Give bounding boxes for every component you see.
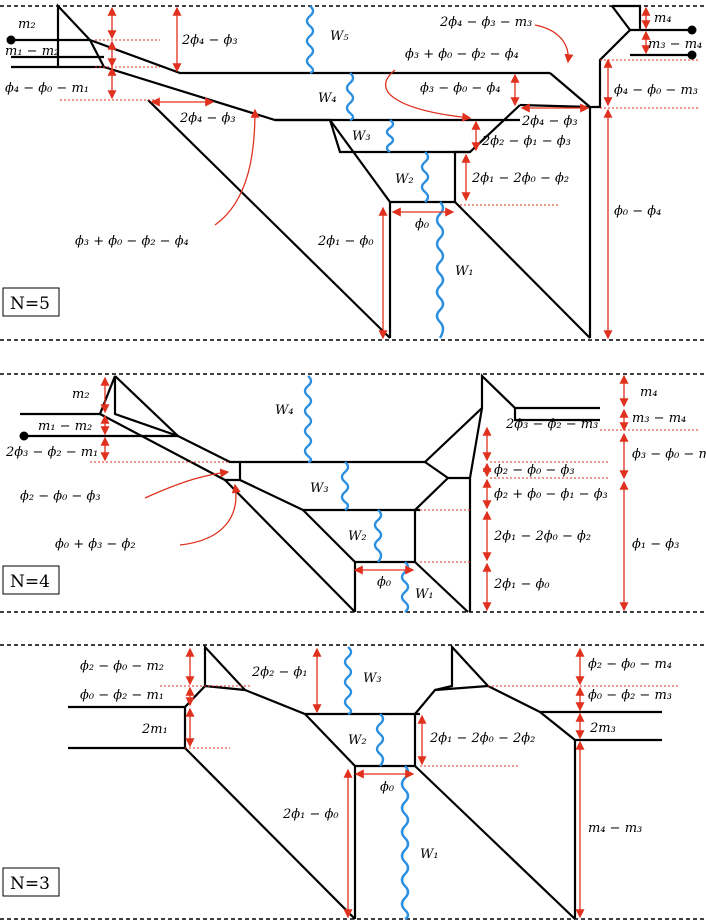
label-W1: W₁ [415, 587, 434, 602]
label-2p4-p3-mid: 2ϕ₄ − ϕ₃ [179, 111, 236, 126]
label-2p2-p1: 2ϕ₂ − ϕ₁ [251, 665, 308, 680]
label-W4: W₄ [318, 91, 337, 106]
label-r1: 2ϕ₃ − ϕ₂ − m₃ [505, 417, 598, 432]
label-W3: W₃ [310, 481, 329, 496]
label-r-2p4-p3: 2ϕ₄ − ϕ₃ [521, 114, 578, 129]
label-m1-m2: m₁ − m₂ [38, 419, 92, 434]
label-2m1: 2m₁ [141, 722, 168, 737]
label-m4-m3: m₄ − m₃ [588, 821, 642, 836]
label-m1-m2: m₁ − m₂ [5, 44, 59, 59]
measure-arrows [160, 647, 680, 919]
label-W5: W₅ [330, 29, 349, 44]
label-p2-p0-m4: ϕ₂ − ϕ₀ − m₄ [588, 657, 672, 672]
box-label: N=5 [10, 294, 50, 314]
label-r-2p1-2p0-2p2: 2ϕ₁ − 2ϕ₀ − 2ϕ₂ [429, 731, 535, 746]
label-W2: W₂ [348, 529, 367, 544]
label-m4: m₄ [640, 385, 658, 400]
label-m2: m₂ [72, 387, 90, 402]
label-W2: W₂ [348, 733, 367, 748]
measure-arrows [90, 374, 700, 612]
panel-n4: m₂ m₁ − m₂ 2ϕ₃ − ϕ₂ − m₁ ϕ₂ − ϕ₀ − ϕ₃ ϕ₀… [2, 373, 706, 613]
label-p2-p0-m2: ϕ₂ − ϕ₀ − m₂ [80, 659, 164, 674]
label-m3-m4: m₃ − m₄ [648, 37, 702, 52]
box-label: N=3 [10, 874, 50, 894]
label-p4-p0-m1: ϕ₄ − ϕ₀ − m₁ [5, 81, 89, 96]
label-W3: W₃ [352, 129, 371, 144]
box-label: N=4 [10, 572, 50, 592]
label-2p4-p3-top: 2ϕ₄ − ϕ₃ [181, 33, 238, 48]
label-r5: 2ϕ₁ − ϕ₀ [493, 577, 550, 592]
web-edges [19, 373, 600, 613]
label-W4: W₄ [275, 403, 294, 418]
label-W2: W₂ [395, 172, 414, 187]
panel-labels: ϕ₂ − ϕ₀ − m₂ ϕ₀ − ϕ₂ − m₁ 2m₁ 2ϕ₂ − ϕ₁ W… [80, 657, 672, 862]
label-W1: W₁ [420, 847, 439, 862]
label-m3-m4: m₃ − m₄ [632, 411, 686, 426]
panel-labels: m₂ m₁ − m₂ ϕ₄ − ϕ₀ − m₁ 2ϕ₄ − ϕ₃ 2ϕ₄ − ϕ… [5, 11, 702, 279]
label-p1-p3: ϕ₁ − ϕ₃ [632, 537, 679, 552]
label-phi0: ϕ₀ [415, 217, 430, 232]
label-m2: m₂ [18, 17, 36, 32]
panel-n5: m₂ m₁ − m₂ ϕ₄ − ϕ₀ − m₁ 2ϕ₄ − ϕ₃ 2ϕ₄ − ϕ… [2, 3, 702, 340]
label-W3: W₃ [363, 671, 382, 686]
web-edges [68, 644, 662, 920]
label-r-arrow: ϕ₃ + ϕ₀ − ϕ₂ − ϕ₄ [405, 47, 519, 62]
label-r-2p4-p3-m3: 2ϕ₄ − ϕ₃ − m₃ [439, 15, 532, 30]
label-r-2p1-2p0-p2: 2ϕ₁ − 2ϕ₀ − ϕ₂ [471, 171, 569, 186]
label-phi0: ϕ₀ [377, 575, 392, 590]
label-arrow2: ϕ₀ + ϕ₃ − ϕ₂ [55, 537, 136, 552]
label-left-arrow: ϕ₃ + ϕ₀ − ϕ₂ − ϕ₄ [75, 234, 189, 249]
label-2m3: 2m₃ [589, 721, 616, 736]
label-2p1-p0: 2ϕ₁ − ϕ₀ [317, 234, 374, 249]
label-m4: m₄ [654, 11, 672, 26]
measure-arrows [60, 6, 700, 340]
label-p0-p2-m1: ϕ₀ − ϕ₂ − m₁ [80, 688, 164, 703]
wavy-lines [343, 646, 410, 921]
label-r4: 2ϕ₁ − 2ϕ₀ − ϕ₂ [493, 529, 591, 544]
label-W1: W₁ [455, 264, 474, 279]
panel-n3: ϕ₂ − ϕ₀ − m₂ ϕ₀ − ϕ₂ − m₁ 2m₁ 2ϕ₂ − ϕ₁ W… [2, 644, 680, 921]
panel-box-n3: N=3 [2, 867, 60, 897]
label-p3-p0-m3: ϕ₃ − ϕ₀ − m₃ [632, 447, 706, 462]
label-phi0: ϕ₀ [380, 780, 395, 795]
label-p4-p0-m3: ϕ₄ − ϕ₀ − m₃ [614, 83, 698, 98]
label-arrow1: ϕ₂ − ϕ₀ − ϕ₃ [20, 489, 101, 504]
wavy-lines [305, 5, 445, 339]
label-r-p3-p0-p4: ϕ₃ − ϕ₀ − ϕ₄ [420, 81, 501, 96]
label-r3: ϕ₂ + ϕ₀ − ϕ₁ − ϕ₃ [494, 487, 608, 502]
panel-box-n4: N=4 [2, 565, 60, 595]
label-p0-p4: ϕ₀ − ϕ₄ [614, 204, 661, 219]
label-2p1-p0: 2ϕ₁ − ϕ₀ [282, 807, 339, 822]
panel-labels: m₂ m₁ − m₂ 2ϕ₃ − ϕ₂ − m₁ ϕ₂ − ϕ₀ − ϕ₃ ϕ₀… [5, 385, 706, 602]
separator-lines [0, 5, 706, 920]
label-2p3-p2-m1: 2ϕ₃ − ϕ₂ − m₁ [5, 445, 98, 460]
label-p0-p2-m3: ϕ₀ − ϕ₂ − m₃ [588, 688, 672, 703]
panel-box-n5: N=5 [2, 287, 60, 317]
web-edges [6, 3, 697, 339]
label-r2: ϕ₂ − ϕ₀ − ϕ₃ [494, 463, 575, 478]
label-r-2p2-p1-p3: 2ϕ₂ − ϕ₁ − ϕ₃ [481, 134, 571, 149]
